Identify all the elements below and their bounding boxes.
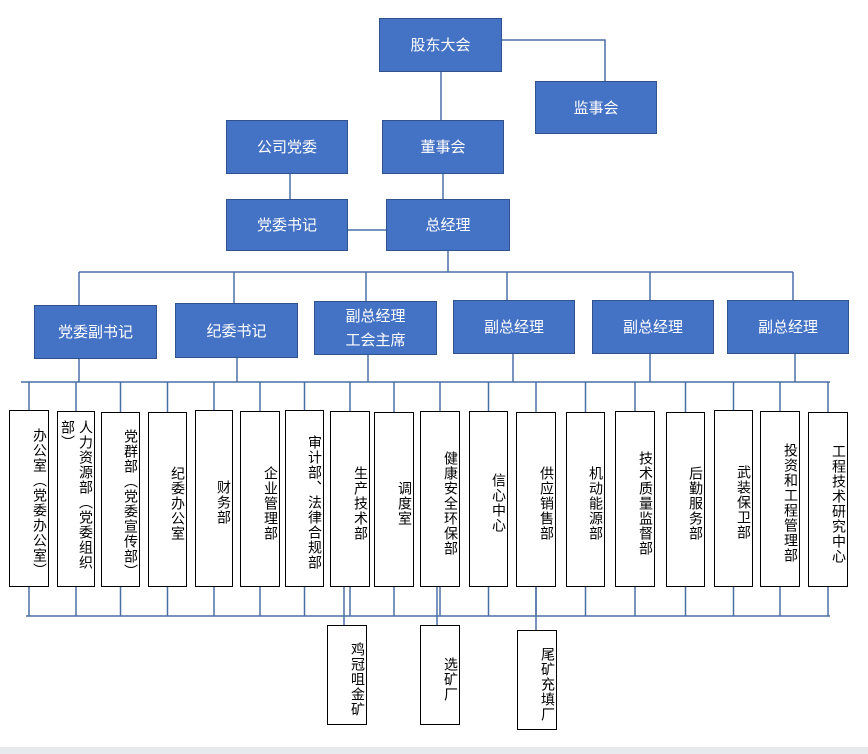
department-label: 供应销售部 <box>538 466 554 541</box>
department-box: 供应销售部 <box>516 412 556 587</box>
unit-box: 鸡冠咀金矿 <box>327 625 367 725</box>
deputy-gm-box: 副总经理 <box>592 300 714 354</box>
department-label: 生产技术部 <box>352 465 368 541</box>
department-box: 审计部、法律合规部 <box>285 410 324 587</box>
bottom-scroll-strip <box>0 747 868 754</box>
department-box: 党群部（党委宣传部） <box>101 412 140 587</box>
department-box: 调度室 <box>374 412 414 587</box>
unit-label: 鸡冠咀金矿 <box>349 641 365 717</box>
department-box: 信心中心 <box>469 411 508 587</box>
box-label: 副总经理 <box>483 318 544 336</box>
department-label: 调度室 <box>396 481 412 526</box>
department-box: 技术质量监督部 <box>615 411 655 587</box>
box-label: 副总经理 <box>757 318 818 336</box>
department-label: 机动能源部 <box>587 466 603 541</box>
department-box: 财务部 <box>195 410 233 587</box>
deputy-gm-union-chair-box: 副总经理工会主席 <box>314 301 437 355</box>
department-box: 投资和工程管理部 <box>760 411 800 587</box>
box-label: 工会主席 <box>345 331 406 349</box>
department-box: 工程技术研究中心 <box>808 412 848 587</box>
box-label: 党委副书记 <box>57 323 133 341</box>
board-of-directors-box: 董事会 <box>382 120 504 174</box>
general-manager-box: 总经理 <box>386 199 510 251</box>
department-label: 财务部 <box>215 480 231 525</box>
department-label: 纪委办公室 <box>169 466 185 541</box>
unit-box: 选矿厂 <box>420 625 460 725</box>
unit-label: 尾矿充填厂 <box>539 646 555 722</box>
unit-label: 选矿厂 <box>442 656 458 702</box>
deputy-gm-box: 副总经理 <box>453 300 575 354</box>
department-label: 企业管理部 <box>262 465 278 541</box>
department-label: 技术质量监督部 <box>637 450 653 556</box>
department-label: 后勤服务部 <box>687 466 703 541</box>
box-label: 副总经理 <box>622 318 683 336</box>
department-label: 审计部、法律合规部 <box>306 435 322 570</box>
department-box: 健康安全环保部 <box>420 411 460 587</box>
department-label: 党群部（党委宣传部） <box>122 428 138 579</box>
department-box: 武装保卫部 <box>714 410 753 587</box>
unit-box: 尾矿充填厂 <box>517 630 557 730</box>
department-box: 企业管理部 <box>240 411 280 587</box>
party-secretary-box: 党委书记 <box>226 199 348 251</box>
deputy-gm-box: 副总经理 <box>727 300 849 354</box>
box-label: 纪委书记 <box>206 321 267 340</box>
discipline-secretary-box: 纪委书记 <box>175 303 298 358</box>
box-label: 副总经理 <box>345 307 406 325</box>
department-box: 办公室（党委办公室） <box>9 410 49 587</box>
department-label: 办公室（党委办公室） <box>31 427 47 578</box>
department-label: 人力资源部（党委组织部） <box>59 420 93 570</box>
department-box: 生产技术部 <box>330 411 370 587</box>
supervisory-board-box: 监事会 <box>535 81 657 134</box>
department-box: 后勤服务部 <box>666 412 705 587</box>
department-box: 人力资源部（党委组织部） <box>57 411 95 587</box>
department-label: 武装保卫部 <box>735 465 751 540</box>
department-box: 机动能源部 <box>566 412 605 587</box>
deputy-party-secretary-box: 党委副书记 <box>34 305 157 359</box>
department-label: 信心中心 <box>490 473 506 533</box>
department-label: 工程技术研究中心 <box>830 443 846 564</box>
department-label: 健康安全环保部 <box>442 450 458 556</box>
party-committee-box: 公司党委 <box>226 120 348 174</box>
shareholders-meeting-box: 股东大会 <box>379 18 502 72</box>
department-box: 纪委办公室 <box>148 412 187 587</box>
department-label: 投资和工程管理部 <box>782 443 798 563</box>
